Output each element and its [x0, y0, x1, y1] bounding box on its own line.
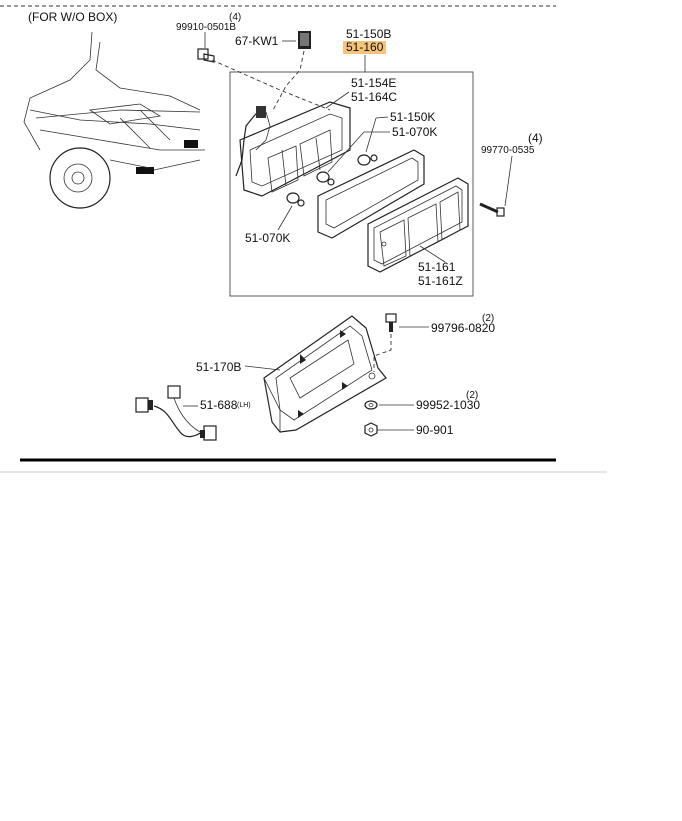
lamp-assembly-frame: [229, 71, 474, 297]
part-90-901[interactable]: 90-901: [416, 423, 454, 437]
part-51-070k-lower[interactable]: 51-070K: [245, 231, 290, 245]
qty-99910-0501b: (4): [229, 12, 241, 23]
lamp-housing-drawing: [235, 101, 351, 197]
part-51-161[interactable]: 51-161: [418, 260, 456, 274]
washer-99952-1030-drawing: [364, 400, 378, 410]
screw-99770-0535-drawing: [479, 202, 505, 217]
nut-90-901-drawing: [364, 422, 378, 437]
connector-kw1-drawing: [298, 31, 311, 49]
part-51-161z[interactable]: 51-161Z: [418, 274, 463, 288]
part-99910-0501b[interactable]: 99910-0501B: [176, 22, 236, 33]
bolt-99796-0820-drawing: [385, 313, 397, 332]
bulb-51-150k-drawing: [357, 154, 378, 166]
bracket-drawing: [263, 315, 387, 434]
wire-harness-drawing: [135, 385, 217, 441]
part-51-164c[interactable]: 51-164C: [351, 90, 397, 104]
truck-frame-illustration: [23, 31, 205, 209]
part-51-070k-upper[interactable]: 51-070K: [392, 125, 437, 139]
part-51-688-suffix: (LH): [237, 402, 251, 409]
lens-drawing: [367, 177, 469, 273]
bulb-51-070k-upper-drawing: [316, 171, 335, 186]
clip-screw-drawing: [197, 48, 215, 63]
qty-99770-0535: (4): [528, 131, 543, 145]
part-99770-0535[interactable]: 99770-0535: [481, 145, 535, 156]
bulb-51-070k-lower-drawing: [286, 192, 305, 207]
section-note: (FOR W/O BOX): [28, 10, 117, 24]
part-51-170b[interactable]: 51-170B: [196, 360, 241, 374]
part-51-150b[interactable]: 51-150B: [346, 27, 391, 41]
qty-99796-0820: (2): [482, 313, 494, 324]
part-51-160[interactable]: 51-160: [346, 40, 384, 54]
part-99796-0820[interactable]: 99796-0820: [431, 321, 495, 335]
part-67-kw1[interactable]: 67-KW1: [235, 34, 279, 48]
part-51-150k[interactable]: 51-150K: [390, 110, 435, 124]
gasket-drawing: [317, 149, 425, 239]
part-51-154e[interactable]: 51-154E: [351, 76, 396, 90]
part-51-688[interactable]: 51-688: [200, 398, 238, 412]
part-99952-1030[interactable]: 99952-1030: [416, 398, 480, 412]
highlight-51-160: [343, 41, 386, 54]
qty-99952-1030: (2): [466, 390, 478, 401]
